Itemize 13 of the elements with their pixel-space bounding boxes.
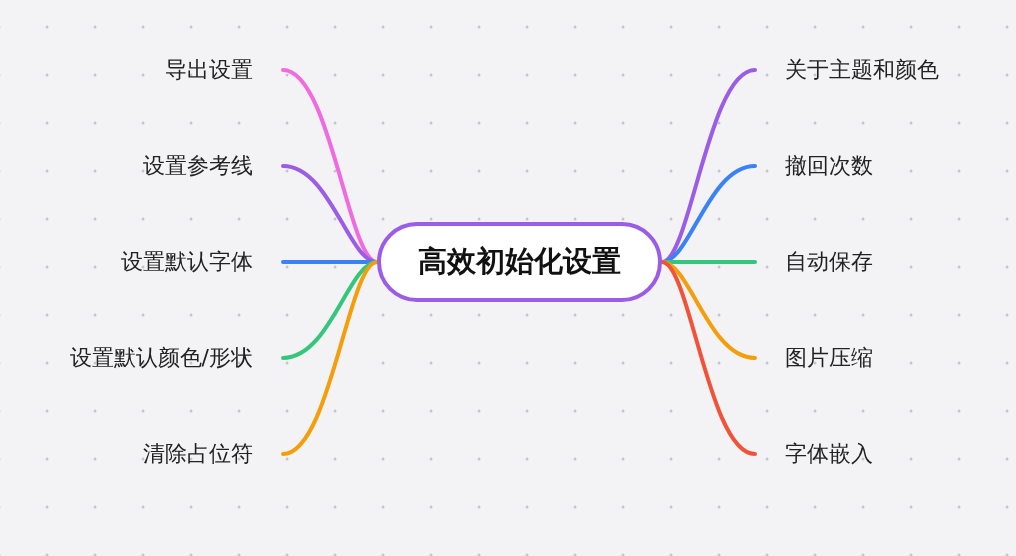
branch-label: 设置参考线 xyxy=(143,148,283,184)
branch-line xyxy=(281,260,379,456)
branch-label: 图片压缩 xyxy=(755,340,873,376)
branch-label: 自动保存 xyxy=(755,244,873,280)
branch-label: 撤回次数 xyxy=(755,148,873,184)
branch-label: 设置默认字体 xyxy=(121,244,283,280)
branch-label: 字体嵌入 xyxy=(755,436,873,472)
branch-label: 设置默认颜色/形状 xyxy=(69,340,283,376)
branch-line xyxy=(660,260,757,456)
central-topic: 高效初始化设置 xyxy=(377,222,662,302)
branch-label: 清除占位符 xyxy=(143,436,283,472)
branch-label: 导出设置 xyxy=(165,52,283,88)
branch-label: 关于主题和颜色 xyxy=(755,52,939,88)
